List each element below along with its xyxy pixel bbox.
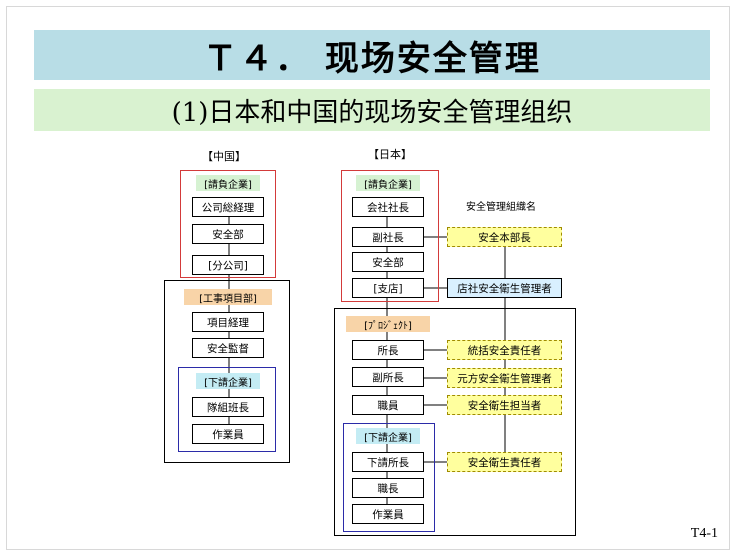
japan-client-item-2: 副社長 bbox=[352, 227, 424, 247]
role-branch-safety-manager: 店社安全衛生管理者 bbox=[447, 278, 562, 298]
china-client-item-1: 公司総経理 bbox=[192, 197, 264, 217]
china-project-label: [工事項目部] bbox=[184, 289, 272, 305]
role-safety-staff: 安全衛生担当者 bbox=[447, 395, 562, 415]
role-prime-safety-manager: 元方安全衛生管理者 bbox=[447, 368, 562, 388]
china-client-group bbox=[180, 170, 276, 278]
role-general-safety-officer: 統括安全責任者 bbox=[447, 340, 562, 360]
china-client-label: [請負企業] bbox=[196, 175, 260, 191]
japan-column-label: 【日本】 bbox=[368, 148, 412, 161]
japan-client-label: [請負企業] bbox=[356, 175, 420, 191]
china-sub-item-2: 作業員 bbox=[192, 424, 264, 444]
role-sub-safety-officer: 安全衛生責任者 bbox=[447, 452, 562, 472]
japan-project-item-1: 所長 bbox=[352, 340, 424, 360]
japan-sub-group bbox=[343, 423, 435, 532]
japan-project-label: [ﾌﾟﾛｼﾞｪｸﾄ] bbox=[346, 316, 430, 332]
china-sub-item-1: 隊組班長 bbox=[192, 397, 264, 417]
china-client-item-2: 安全部 bbox=[192, 224, 264, 244]
slide-subtitle: (1)日本和中国的现场安全管理组织 bbox=[34, 89, 710, 131]
roles-header: 安全管理組織名 bbox=[466, 202, 536, 213]
china-sub-label: [下請企業] bbox=[196, 373, 260, 389]
page-number: T4-1 bbox=[690, 526, 718, 541]
japan-sub-item-1: 下請所長 bbox=[352, 452, 424, 472]
china-project-item-2: 安全監督 bbox=[192, 338, 264, 358]
slide-frame bbox=[6, 6, 730, 550]
japan-client-item-4: [支店] bbox=[352, 278, 424, 298]
japan-site-group bbox=[334, 308, 576, 536]
japan-client-item-3: 安全部 bbox=[352, 252, 424, 272]
china-project-item-1: 項目経理 bbox=[192, 312, 264, 332]
japan-project-item-3: 職員 bbox=[352, 395, 424, 415]
japan-client-item-1: 会社社長 bbox=[352, 197, 424, 217]
japan-project-item-2: 副所長 bbox=[352, 367, 424, 387]
china-site-group bbox=[164, 280, 290, 463]
role-safety-head: 安全本部長 bbox=[447, 227, 562, 247]
japan-sub-item-2: 職長 bbox=[352, 478, 424, 498]
japan-sub-item-3: 作業員 bbox=[352, 504, 424, 524]
slide-title: Ｔ４． 现场安全管理 bbox=[34, 30, 710, 80]
china-column-label: 【中国】 bbox=[202, 150, 246, 163]
japan-client-group bbox=[341, 170, 439, 302]
china-sub-group bbox=[178, 367, 276, 452]
china-client-item-3: [分公司] bbox=[192, 255, 264, 275]
japan-sub-label: [下請企業] bbox=[356, 428, 420, 444]
